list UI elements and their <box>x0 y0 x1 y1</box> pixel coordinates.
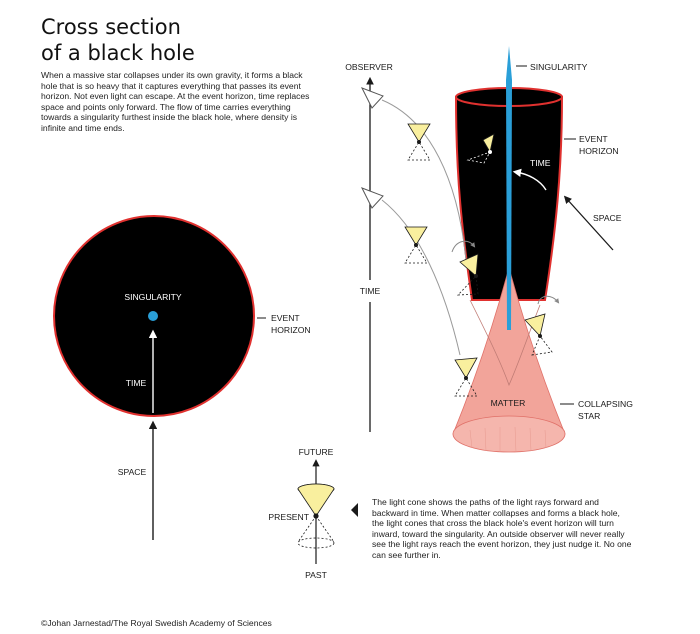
tube-diagram: TIME OBSERVER <box>345 46 633 453</box>
light-cone-legend: FUTURE PRESENT PAST <box>268 447 358 580</box>
title-line-1: Cross section <box>41 15 181 39</box>
legend-past-cone <box>297 515 335 543</box>
light-cone <box>457 253 479 296</box>
time-axis-gap <box>360 280 380 302</box>
caption-pointer <box>351 503 358 517</box>
star-base-ribs <box>469 426 547 453</box>
legend-present-dot <box>313 513 319 519</box>
inside-time-label: TIME <box>530 158 551 168</box>
singularity-spike <box>506 46 512 330</box>
legend-future-cone <box>297 483 335 517</box>
past-label: PAST <box>305 570 328 580</box>
light-cone <box>454 357 478 397</box>
tilt-arrow <box>451 240 476 253</box>
circle-event-horizon-label-1: EVENT <box>271 313 300 323</box>
inside-time-arrow <box>512 168 547 191</box>
light-ray-lower <box>381 199 461 356</box>
page-title: Cross section of a black hole <box>41 14 195 66</box>
circle-space-label: SPACE <box>118 467 147 477</box>
observer-eye-lower <box>360 187 384 209</box>
light-cone <box>524 313 553 356</box>
title-line-2: of a black hole <box>41 41 195 65</box>
collapsing-star-label-2: STAR <box>578 411 600 421</box>
tube-singularity-label: SINGULARITY <box>530 62 588 72</box>
light-ray-inner <box>469 299 541 387</box>
matter-label: MATTER <box>491 398 526 408</box>
circle-singularity-label: SINGULARITY <box>124 292 182 302</box>
tilt-arrow <box>537 295 560 305</box>
observer-eye-upper <box>360 87 384 109</box>
light-ray-upper <box>381 99 467 261</box>
circle-cross-section: SINGULARITY TIME SPACE EVENT HORIZON <box>53 215 311 540</box>
circle-time-label: TIME <box>126 378 147 388</box>
observer-time-label: TIME <box>360 286 381 296</box>
collapsing-star-label-1: COLLAPSING <box>578 399 633 409</box>
circle-event-horizon-label-2: HORIZON <box>271 325 311 335</box>
light-cone-caption: The light cone shows the paths of the li… <box>372 497 632 560</box>
intro-paragraph: When a massive star collapses under its … <box>41 70 310 133</box>
present-label: PRESENT <box>268 512 309 522</box>
tube-event-horizon-label-1: EVENT <box>579 134 608 144</box>
tube-space-label: SPACE <box>593 213 622 223</box>
credit-line: ©Johan Jarnestad/The Royal Swedish Acade… <box>41 618 272 628</box>
tube-space-arrow <box>563 195 614 251</box>
light-cone <box>466 133 495 164</box>
observer-label: OBSERVER <box>345 62 393 72</box>
star-base <box>452 415 566 453</box>
light-cone <box>404 226 428 264</box>
light-cone <box>407 123 431 161</box>
tube-event-horizon-label-2: HORIZON <box>579 146 619 156</box>
legend-past-rim <box>297 537 335 549</box>
future-label: FUTURE <box>299 447 334 457</box>
singularity-dot <box>148 311 158 321</box>
